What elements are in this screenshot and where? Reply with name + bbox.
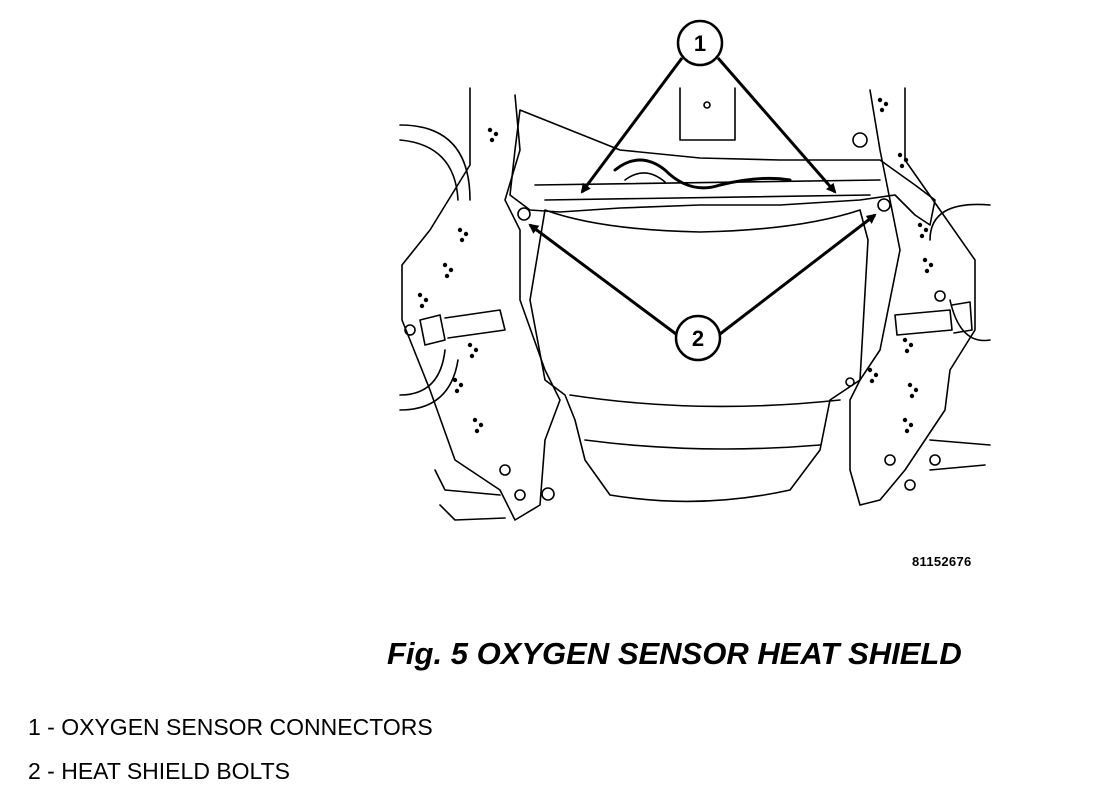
- callout-2-leader-right: [719, 213, 877, 336]
- legend-item-heat-shield-bolts: 2 - HEAT SHIELD BOLTS: [28, 758, 291, 784]
- wiring-harness: [613, 158, 792, 190]
- callout-1-leader-left: [580, 57, 684, 194]
- left-wheel-outline: [399, 124, 471, 201]
- oil-pan: [529, 209, 869, 503]
- callout-1: 1: [676, 19, 724, 67]
- right-body-panel: [849, 87, 976, 506]
- callout-1-label: 1: [694, 31, 706, 56]
- callout-2-label: 2: [692, 326, 704, 351]
- heat-shield-illustration: 1 2: [399, 19, 991, 521]
- figure-caption: Fig. 5 OXYGEN SENSOR HEAT SHIELD: [387, 636, 962, 671]
- callout-2: 2: [674, 314, 722, 362]
- right-wheel-outline: [929, 203, 991, 241]
- right-oxygen-sensor: [894, 301, 973, 336]
- left-oxygen-sensor: [419, 309, 506, 346]
- heat-shield-bracket: [509, 109, 936, 226]
- callout-1-leader-right: [716, 57, 837, 194]
- legend-item-oxygen-sensor-connectors: 1 - OXYGEN SENSOR CONNECTORS: [28, 714, 433, 740]
- callout-2-leader-left: [528, 223, 677, 336]
- left-body-panel: [401, 87, 561, 521]
- figure-id: 81152676: [912, 554, 972, 569]
